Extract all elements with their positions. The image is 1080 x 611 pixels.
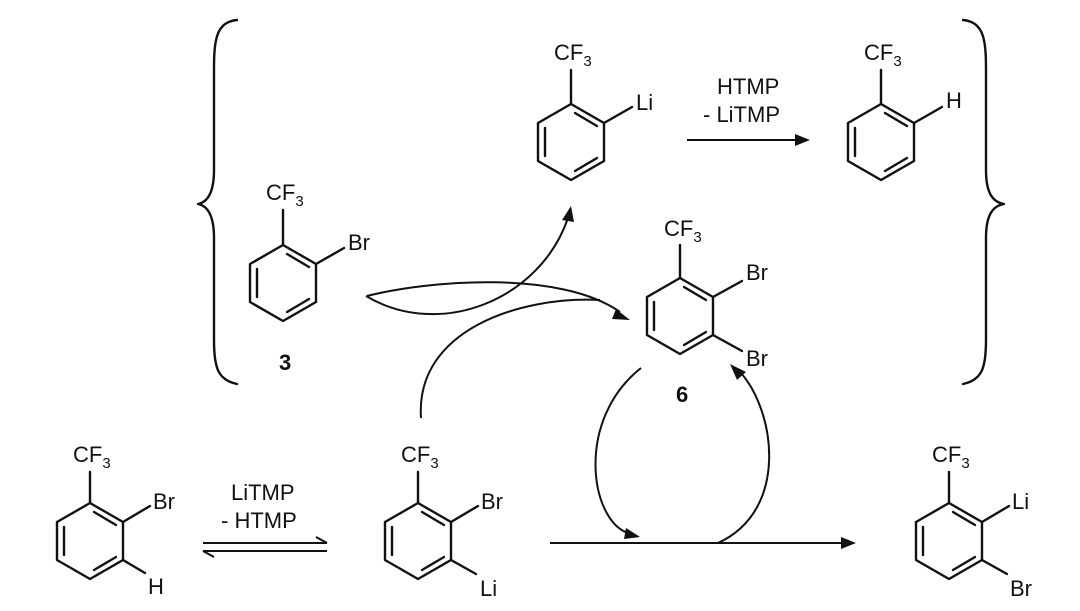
molecule-lithio-top: CF3 Li	[536, 40, 653, 182]
reagent-minus-litmp: - LiTMP	[703, 102, 780, 127]
br-label: Br	[1010, 576, 1032, 601]
cf3-label: CF3	[664, 216, 702, 246]
li-label: Li	[1012, 489, 1029, 514]
compound-3-label: 3	[279, 350, 291, 375]
molecule-h-top: CF3 H	[846, 40, 962, 182]
left-brace	[196, 18, 239, 386]
cf3-label: CF3	[266, 180, 304, 210]
cf3-label: CF3	[554, 40, 592, 70]
curved-arrow-3-to-lithio	[365, 206, 574, 316]
cf3-label: CF3	[864, 40, 902, 70]
molecule-intermediate: CF3 Br Li	[383, 442, 503, 601]
cf3-label: CF3	[73, 442, 111, 472]
br-label: Br	[153, 489, 175, 514]
equilibrium-arrow: LiTMP - HTMP	[202, 480, 328, 558]
br-label-1: Br	[746, 260, 768, 285]
h-label: H	[148, 574, 164, 599]
cycle-arrow-left	[594, 367, 642, 539]
cf3-label: CF3	[401, 442, 439, 472]
reagent-htmp: HTMP	[717, 74, 779, 99]
h-label: H	[946, 88, 962, 113]
molecule-start: CF3 Br H	[55, 442, 175, 599]
curved-arrow-intermediate-to-6	[419, 298, 601, 419]
right-brace	[961, 18, 1006, 386]
molecule-product: CF3 Li Br	[914, 442, 1032, 601]
li-label: Li	[480, 576, 497, 601]
br-label-2: Br	[746, 346, 768, 371]
curved-arrow-3-to-6	[366, 281, 630, 320]
cf3-label: CF3	[932, 442, 970, 472]
molecule-3: CF3 Br 3	[248, 180, 370, 375]
molecule-6: CF3 Br Br 6	[645, 216, 768, 407]
compound-6-label: 6	[676, 382, 688, 407]
main-arrow	[550, 537, 856, 549]
br-label: Br	[481, 489, 503, 514]
reagent-minus-htmp: - HTMP	[221, 508, 297, 533]
arrow-htmp: HTMP - LiTMP	[687, 74, 810, 146]
reagent-litmp: LiTMP	[231, 480, 295, 505]
cycle-arrow-right	[717, 364, 771, 544]
br-label: Br	[348, 230, 370, 255]
li-label: Li	[636, 90, 653, 115]
